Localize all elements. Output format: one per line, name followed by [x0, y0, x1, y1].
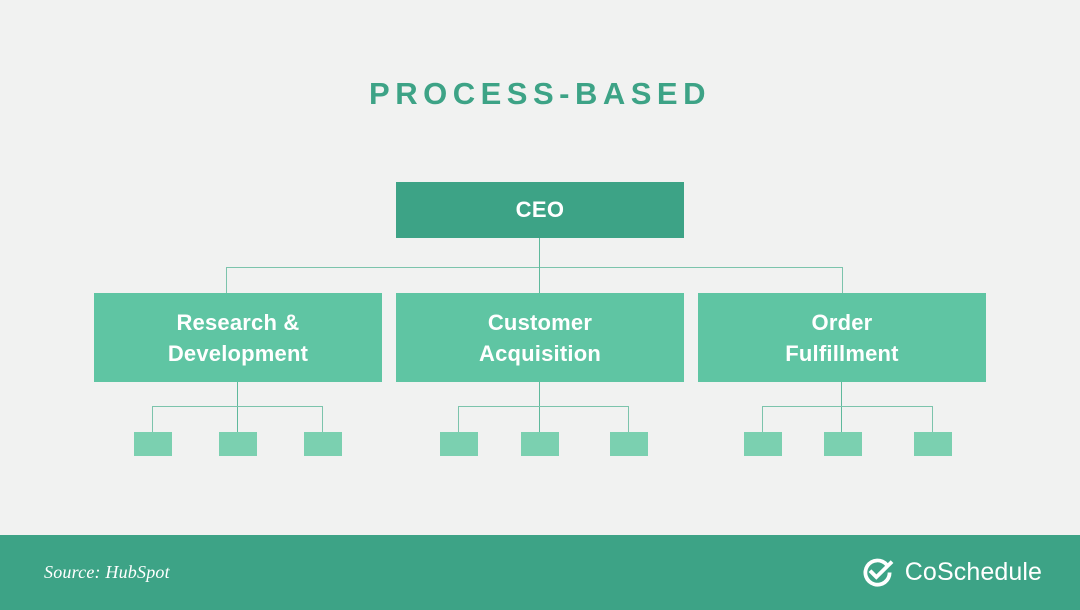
connector-group-2-bus	[762, 406, 933, 407]
label-line: Development	[167, 340, 309, 366]
connector-group-1-drop-0	[458, 406, 459, 432]
org-node-leaf	[824, 432, 862, 456]
org-node-leaf	[914, 432, 952, 456]
org-node-leaf	[219, 432, 257, 456]
org-node-leaf	[440, 432, 478, 456]
org-node-leaf	[134, 432, 172, 456]
org-node-department-1-label: Customer Acquisition	[479, 307, 601, 369]
org-node-ceo-label: CEO	[515, 197, 565, 222]
check-circle-icon	[861, 556, 894, 589]
connector-group-1-drop-2	[628, 406, 629, 432]
connector-group-2-drop-0	[762, 406, 763, 432]
brand-lockup: CoSchedule	[861, 556, 1042, 589]
org-node-department-0: Research & Development	[94, 293, 382, 382]
connector-group-2-drop-2	[932, 406, 933, 432]
connector-dept-drop-2	[842, 267, 843, 294]
label-line: Order	[811, 309, 873, 335]
brand-name: CoSchedule	[904, 558, 1042, 586]
label-line: Research &	[176, 309, 300, 335]
connector-root-bus	[226, 267, 843, 268]
label-line: Customer	[487, 309, 593, 335]
connector-dept-drop-0	[226, 267, 227, 294]
org-node-leaf	[521, 432, 559, 456]
connector-root-stem	[539, 238, 540, 268]
org-node-leaf	[744, 432, 782, 456]
connector-group-0-bus	[152, 406, 323, 407]
connector-group-0-stem	[237, 382, 238, 432]
org-node-leaf	[610, 432, 648, 456]
source-attribution: Source: HubSpot	[44, 562, 170, 582]
label-line: Fulfillment	[785, 340, 899, 366]
org-node-ceo: CEO	[396, 182, 684, 238]
connector-group-0-drop-2	[322, 406, 323, 432]
connector-group-1-bus	[458, 406, 629, 407]
connector-dept-drop-1	[539, 267, 540, 294]
org-node-leaf	[304, 432, 342, 456]
org-node-department-2: Order Fulfillment	[698, 293, 986, 382]
connector-group-1-stem	[539, 382, 540, 432]
page-title: PROCESS-BASED	[369, 76, 711, 111]
label-line: Acquisition	[479, 340, 601, 366]
org-node-department-2-label: Order Fulfillment	[785, 307, 898, 369]
org-node-department-0-label: Research & Development	[168, 307, 308, 369]
connector-group-0-drop-0	[152, 406, 153, 432]
connector-group-2-stem	[841, 382, 842, 432]
footer-bar	[0, 535, 1080, 610]
org-node-department-1: Customer Acquisition	[396, 293, 684, 382]
